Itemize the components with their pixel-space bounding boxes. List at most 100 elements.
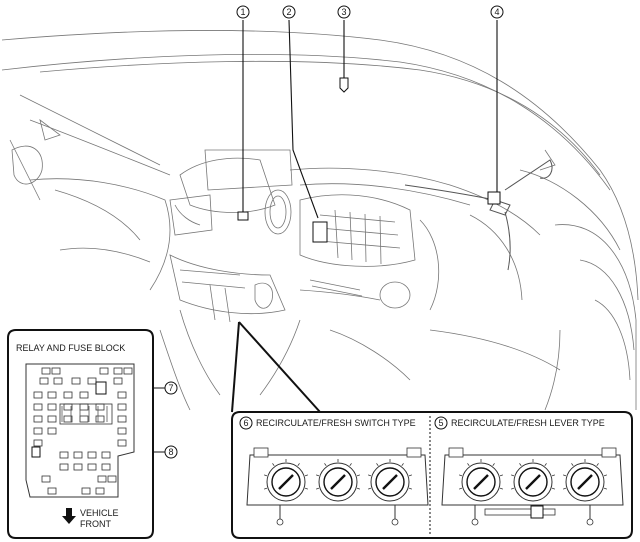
knob-tick [492, 463, 495, 467]
knob-grip [382, 474, 398, 490]
knob-tick [304, 474, 308, 477]
fuse-cell [117, 427, 127, 435]
fuse-cell [99, 367, 109, 375]
fuse-cell [47, 487, 57, 495]
fuse-cell [41, 475, 51, 483]
callout-3: 3 [337, 5, 351, 19]
fuse-cell [63, 415, 73, 423]
component-3 [339, 77, 349, 93]
callout-6: 6 [239, 416, 253, 430]
vehicle-front-line1: VEHICLE [80, 508, 119, 518]
knob-tick [297, 463, 300, 467]
fuse-cell [73, 451, 83, 459]
fuse-cell [47, 427, 57, 435]
mount-tabs [279, 505, 396, 520]
knob-tick [349, 463, 352, 467]
fuse-cell [33, 403, 43, 411]
callout-7: 7 [164, 381, 178, 395]
component-2 [312, 221, 328, 243]
callout-8: 8 [164, 445, 178, 459]
mount-tabs [474, 505, 591, 520]
callout-2-number: 2 [286, 7, 291, 17]
fuse-cell [39, 377, 49, 385]
fuse-cell [97, 475, 107, 483]
fuse-cell [71, 377, 81, 385]
relay-7-marker [95, 381, 107, 395]
fuse-cell [113, 377, 123, 385]
panel-button-left [253, 447, 269, 458]
fuse-cell [79, 415, 89, 423]
zoom-line-right [238, 321, 321, 413]
fuse-cell [95, 415, 105, 423]
switch-type-label: RECIRCULATE/FRESH SWITCH TYPE [256, 418, 416, 428]
vehicle-front-line2: FRONT [80, 519, 111, 529]
knob-tick [376, 463, 379, 467]
fuse-cell [87, 377, 97, 385]
knob-tick [316, 474, 320, 477]
lever-type-label: RECIRCULATE/FRESH LEVER TYPE [451, 418, 605, 428]
fuse-cell [117, 403, 127, 411]
fuse-cell [81, 487, 91, 495]
knob-grip [330, 474, 346, 490]
callout-2: 2 [282, 5, 296, 19]
panel-button-left [448, 447, 464, 458]
callout-7-number: 7 [168, 383, 173, 393]
lever-type-control-unit [441, 447, 624, 526]
climate-panels-inset: 6 RECIRCULATE/FRESH SWITCH TYPE 5 RECIRC… [231, 411, 633, 539]
knob-tick [272, 463, 275, 467]
mount-hole-left [276, 518, 284, 526]
knob-tick [519, 463, 522, 467]
relay-bank [59, 403, 113, 425]
component-4 [487, 191, 501, 205]
knob-tick [368, 474, 372, 477]
knob-tick [511, 474, 515, 477]
fuse-cell [101, 463, 111, 471]
knob-tick [499, 487, 503, 490]
mount-hole-right [586, 518, 594, 526]
callout-4-number: 4 [494, 7, 499, 17]
knob-tick [304, 487, 308, 490]
knob-tick [603, 474, 607, 477]
zoom-line-left [231, 321, 240, 413]
fuse-cell [79, 391, 89, 399]
knob-tick [324, 463, 327, 467]
knob-tick [544, 463, 547, 467]
knob-tick [563, 474, 567, 477]
recirculate-lever [530, 505, 544, 519]
callout-5-number: 5 [438, 418, 443, 428]
leader-line-2 [288, 19, 319, 219]
front-arrow-icon [62, 508, 76, 524]
knob-tick [459, 487, 463, 490]
knob-tick [551, 474, 555, 477]
knob-tick [459, 474, 463, 477]
callout-3-number: 3 [341, 7, 346, 17]
knob-tick [596, 463, 599, 467]
knob-tick [563, 487, 567, 490]
callout-1-number: 1 [240, 7, 245, 17]
component-1 [237, 211, 249, 221]
fuse-cell [79, 403, 89, 411]
knob-tick [264, 487, 268, 490]
callout-8-number: 8 [168, 447, 173, 457]
knob-tick [511, 487, 515, 490]
fuse-cell [33, 427, 43, 435]
knob-tick [356, 487, 360, 490]
components [237, 77, 501, 243]
dashboard-outline [1, 30, 639, 411]
fuse-cell [47, 391, 57, 399]
fuse-cell [63, 391, 73, 399]
knob-tick [499, 474, 503, 477]
fuse-cell [101, 451, 111, 459]
knob-tick [467, 463, 470, 467]
fuse-cell [59, 463, 69, 471]
knob-tick [401, 463, 404, 467]
fuse-cell [107, 475, 117, 483]
panel-button-right [601, 447, 617, 458]
callout-4: 4 [490, 5, 504, 19]
fuse-cell [33, 439, 43, 447]
fuse-cell [41, 367, 51, 375]
fuse-cell [87, 463, 97, 471]
fuse-cell [123, 367, 133, 375]
recirculate-lever-slot [484, 508, 556, 516]
